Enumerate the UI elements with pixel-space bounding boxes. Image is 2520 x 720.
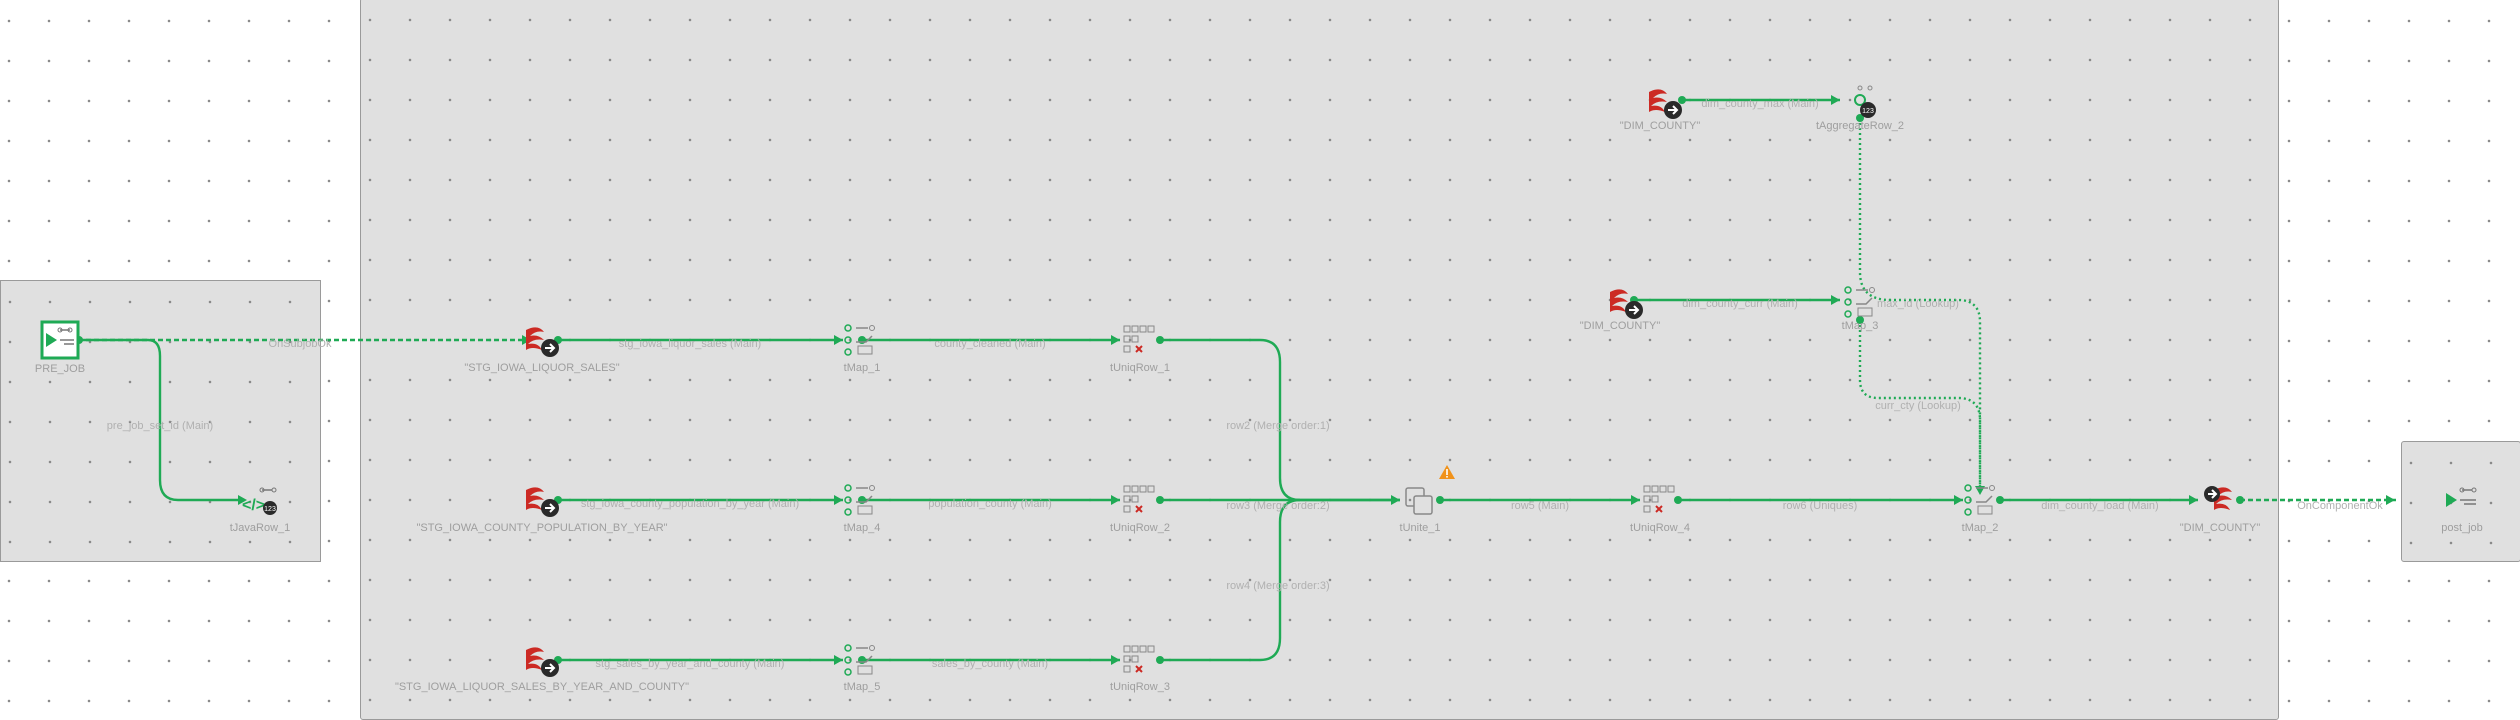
uniq2-component[interactable] xyxy=(1120,480,1160,520)
flow-label-row3: row3 (Merge order:2) xyxy=(1226,500,1330,512)
uniq3-component[interactable] xyxy=(1120,640,1160,680)
unite-component[interactable] xyxy=(1400,480,1440,520)
stg-population-component[interactable] xyxy=(522,480,562,520)
database-input-icon xyxy=(1649,89,1682,119)
flow-label-dim-county-curr: dim_county_curr (Main) xyxy=(1682,298,1798,310)
aggregate-row-component[interactable]: 123 xyxy=(1842,82,1882,122)
tmap-icon xyxy=(844,484,875,516)
tmap3-label: tMap_3 xyxy=(1841,320,1879,332)
pre-job-label: PRE_JOB xyxy=(34,363,86,375)
uniq2-label: tUniqRow_2 xyxy=(1110,522,1170,534)
pre-job-component[interactable] xyxy=(40,320,80,360)
aggregate-row-label: tAggregateRow_2 xyxy=(1815,120,1905,132)
flow-label-stg-liquor-sales: stg_iowa_liquor_sales (Main) xyxy=(618,338,762,350)
tmap3-component[interactable] xyxy=(1842,282,1882,322)
uniq3-label: tUniqRow_3 xyxy=(1110,681,1170,693)
flow-label-stg-population: stg_iowa_county_population_by_year (Main… xyxy=(580,498,800,510)
curr-cty-lookup-link[interactable] xyxy=(1858,320,1982,486)
flow-label-county-cleaned: county_cleaned (Main) xyxy=(934,338,1046,350)
flow-label-row2: row2 (Merge order:1) xyxy=(1226,420,1330,432)
max-id-lookup-link[interactable] xyxy=(1858,118,1982,486)
java-row-icon: </> 123 xyxy=(242,487,277,515)
tmap1-component[interactable] xyxy=(842,320,882,360)
flow-label-row4: row4 (Merge order:3) xyxy=(1226,580,1330,592)
flow-label-stg-sales-by-year: stg_sales_by_year_and_county (Main) xyxy=(595,658,785,670)
aggregate-icon: 123 xyxy=(1854,85,1876,118)
tmap-icon xyxy=(1844,286,1875,318)
dim-county-max-component[interactable] xyxy=(1645,82,1685,122)
flow-label-row6: row6 (Uniques) xyxy=(1782,500,1858,512)
tmap2-component[interactable] xyxy=(1962,480,2002,520)
tmap4-component[interactable] xyxy=(842,480,882,520)
uniq1-label: tUniqRow_1 xyxy=(1110,362,1170,374)
stg-liquor-sales-label: "STG_IOWA_LIQUOR_SALES" xyxy=(464,362,620,374)
database-output-icon xyxy=(2204,486,2232,510)
tmap5-component[interactable] xyxy=(842,640,882,680)
uniq-row-icon xyxy=(1123,325,1155,353)
flow-label-row5: row5 (Main) xyxy=(1510,500,1570,512)
svg-text:</>: </> xyxy=(242,497,265,514)
flow-label-dim-county-load: dim_county_load (Main) xyxy=(2041,500,2159,512)
java-row-label: tJavaRow_1 xyxy=(229,522,291,534)
pre-job-set-id-link[interactable] xyxy=(78,338,238,502)
warning-icon[interactable] xyxy=(1438,464,1456,480)
flow-label-pre-job-set: pre_job_set_id (Main) xyxy=(106,420,214,432)
uniq4-component[interactable] xyxy=(1640,480,1680,520)
flow-label-population-county: population_county (Main) xyxy=(928,498,1052,510)
uniq1-component[interactable] xyxy=(1120,320,1160,360)
stg-sales-by-year-component[interactable] xyxy=(522,640,562,680)
tmap-icon xyxy=(844,324,875,356)
database-input-icon xyxy=(1610,289,1643,319)
row2-link[interactable] xyxy=(1160,338,1400,502)
database-input-icon xyxy=(526,487,559,517)
uniq-row-icon xyxy=(1123,645,1155,673)
flow-label-max-id: max_id (Lookup) xyxy=(1877,298,1959,310)
tmap1-label: tMap_1 xyxy=(843,362,881,374)
flow-label-sales-by-county: sales_by_county (Main) xyxy=(931,658,1049,670)
java-row-component[interactable]: </> 123 xyxy=(240,480,280,520)
database-input-icon xyxy=(526,647,559,677)
database-input-icon xyxy=(526,327,559,357)
tmap2-label: tMap_2 xyxy=(1961,522,1999,534)
stg-sales-by-year-label: "STG_IOWA_LIQUOR_SALES_BY_YEAR_AND_COUNT… xyxy=(394,681,690,693)
unite-label: tUnite_1 xyxy=(1399,522,1441,534)
tmap5-label: tMap_5 xyxy=(843,681,881,693)
dim-county-output-component[interactable] xyxy=(2200,480,2240,520)
flow-label-curr-cty: curr_cty (Lookup) xyxy=(1875,400,1961,412)
uniq-row-icon xyxy=(1123,485,1155,513)
tmap-icon xyxy=(844,644,875,676)
flow-label-on-subjob-ok: OnSubjobOk xyxy=(268,338,332,350)
svg-text:123: 123 xyxy=(1862,108,1874,115)
uniq4-label: tUniqRow_4 xyxy=(1630,522,1690,534)
svg-text:123: 123 xyxy=(264,506,276,513)
postjob-icon xyxy=(2446,487,2477,507)
stg-population-label: "STG_IOWA_COUNTY_POPULATION_BY_YEAR" xyxy=(416,522,668,534)
subjob-main[interactable] xyxy=(360,0,2279,720)
stg-liquor-sales-component[interactable] xyxy=(522,320,562,360)
prejob-icon xyxy=(40,320,80,360)
dim-county-curr-component[interactable] xyxy=(1606,282,1646,322)
row4-link[interactable] xyxy=(1160,498,1301,662)
dim-county-output-label: "DIM_COUNTY" xyxy=(2179,522,2261,534)
subjob-post-job[interactable] xyxy=(2401,441,2520,562)
post-job-component[interactable] xyxy=(2442,480,2482,520)
flow-label-on-component-ok: OnComponentOk xyxy=(2297,500,2383,512)
dim-county-max-label: "DIM_COUNTY" xyxy=(1619,120,1701,132)
uniq-row-icon xyxy=(1643,485,1675,513)
tmap-icon xyxy=(1964,484,1995,516)
dim-county-curr-label: "DIM_COUNTY" xyxy=(1579,320,1661,332)
post-job-label: post_job xyxy=(2441,522,2483,534)
unite-icon xyxy=(1405,487,1433,515)
tmap4-label: tMap_4 xyxy=(843,522,881,534)
flow-label-dim-county-max: dim_county_max (Main) xyxy=(1701,98,1819,110)
